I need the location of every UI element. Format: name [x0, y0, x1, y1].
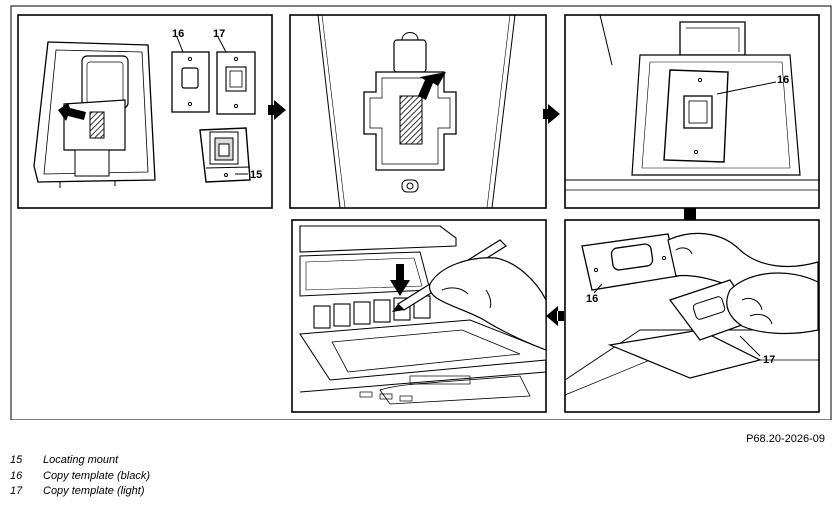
step-arrow-icon	[684, 208, 696, 220]
callout-17: 17	[763, 354, 775, 366]
legend: 15 Locating mount 16 Copy template (blac…	[10, 454, 150, 501]
legend-number: 17	[10, 485, 23, 497]
panel-5	[291, 219, 547, 413]
panel-3: 16	[564, 14, 820, 209]
legend-number: 15	[10, 454, 23, 466]
step-arrow-icon	[543, 104, 560, 124]
legend-text: Locating mount	[43, 454, 119, 466]
panel-1: 16 17 15	[17, 14, 273, 209]
callout-16: 16	[172, 28, 184, 40]
legend-item: 17 Copy template (light)	[10, 485, 150, 501]
legend-item: 15 Locating mount	[10, 454, 150, 470]
legend-text: Copy template (light)	[43, 485, 145, 497]
legend-text: Copy template (black)	[43, 469, 150, 482]
switch-row	[313, 295, 431, 329]
step-arrow-icon	[546, 306, 564, 326]
arrow-icon	[390, 264, 410, 296]
callout-16: 16	[777, 74, 789, 86]
arrow-icon	[418, 72, 446, 100]
callout-16: 16	[586, 293, 598, 305]
procedure-figure: 16 17 15 16	[10, 5, 832, 420]
legend-item: 16 Copy template (black)	[10, 470, 150, 486]
callout-17: 17	[213, 28, 225, 40]
callout-15: 15	[250, 169, 262, 181]
step-arrow-icon	[268, 100, 286, 120]
arrow-icon	[58, 103, 86, 121]
figure-code: P68.20-2026-09	[746, 433, 825, 445]
panel-4: 16 17	[564, 219, 820, 413]
legend-number: 16	[10, 469, 23, 482]
panel-2	[289, 14, 547, 209]
